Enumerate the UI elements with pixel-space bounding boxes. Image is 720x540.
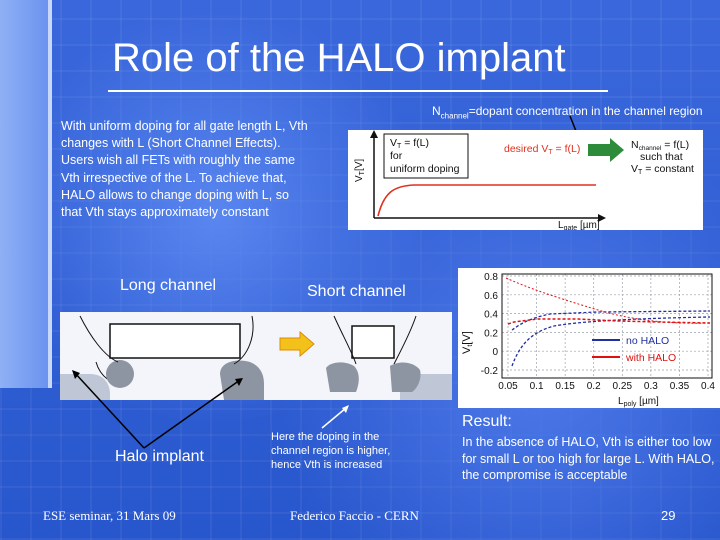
vt-y-tick-label: 0.8 bbox=[484, 272, 498, 283]
halo-implant-arrows bbox=[72, 370, 243, 449]
long-halo-left bbox=[106, 360, 134, 388]
vt-ylabel: Vt[V] bbox=[461, 331, 474, 354]
intro-paragraph: With uniform doping for all gate length … bbox=[61, 119, 308, 220]
vt-y-tick-label: 0.6 bbox=[484, 291, 498, 302]
note-to-channel-arrow bbox=[321, 405, 349, 429]
decorative-left-bar bbox=[0, 0, 48, 388]
no-halo-lower bbox=[511, 316, 711, 367]
vth-uniform-box bbox=[383, 133, 469, 179]
long-implant-line-left bbox=[79, 315, 119, 363]
short-gate bbox=[351, 325, 395, 359]
nchannel-note-prefix: N bbox=[432, 104, 441, 118]
vt-x-tick-label: 0.15 bbox=[555, 381, 575, 392]
footer-left: ESE seminar, 31 Mars 09 bbox=[43, 508, 176, 523]
vth-right-line1: Nchannel = f(L) bbox=[631, 139, 689, 152]
vt-x-tick-label: 0.05 bbox=[498, 381, 518, 392]
cross-section-svg bbox=[60, 315, 452, 400]
no-halo-upper bbox=[511, 310, 711, 331]
decorative-left-bar-edge bbox=[48, 0, 52, 388]
vth-y-arrowhead bbox=[370, 130, 378, 138]
nchannel-note: Nchannel=dopant concentration in the cha… bbox=[432, 104, 703, 120]
vt-x-tick-label: 0.1 bbox=[530, 381, 544, 392]
doping-note: Here the doping in the channel region is… bbox=[271, 431, 391, 471]
vth-diagram: VT[V] VT = f(L) for uniform doping desir… bbox=[348, 130, 703, 230]
long-left-junction bbox=[60, 374, 110, 400]
vth-green-arrow bbox=[588, 138, 624, 162]
long-gate bbox=[109, 323, 241, 359]
vth-right-line3: VT = constant bbox=[631, 163, 694, 176]
short-halo-left bbox=[326, 362, 359, 392]
vt-x-tick-label: 0.35 bbox=[670, 381, 690, 392]
vt-plot-frame bbox=[501, 273, 713, 379]
long-implant-line bbox=[233, 315, 254, 365]
slide-title: Role of the HALO implant bbox=[112, 36, 566, 80]
nchannel-note-suffix: =dopant concentration in the channel reg… bbox=[468, 104, 703, 118]
result-text: In the absence of HALO, Vth is either to… bbox=[462, 435, 715, 482]
vth-curve bbox=[377, 184, 596, 217]
legend-no-halo-label: no HALO bbox=[626, 335, 669, 347]
transition-arrow bbox=[279, 330, 315, 358]
footer-page-number: 29 bbox=[661, 508, 676, 523]
vth-diagram-svg: VT[V] VT = f(L) for uniform doping desir… bbox=[354, 130, 694, 230]
vt-x-ticks: 0.05 0.1 0.15 0.2 0.25 0.3 0.35 0.4 bbox=[498, 381, 715, 392]
vth-ylabel: VT[V] bbox=[354, 159, 366, 182]
vt-y-ticks: 0.8 0.6 0.4 0.2 0 -0.2 bbox=[481, 272, 499, 377]
vth-box-line3: uniform doping bbox=[390, 163, 460, 175]
vt-y-tick-label: -0.2 bbox=[481, 366, 499, 377]
vt-x-tick-label: 0.2 bbox=[587, 381, 601, 392]
vt-x-tick-label: 0.25 bbox=[613, 381, 633, 392]
with-halo-envelope bbox=[505, 277, 711, 324]
transistor-cross-section bbox=[60, 312, 452, 400]
halo-implant-label: Halo implant bbox=[115, 448, 204, 465]
short-halo-right bbox=[390, 362, 421, 392]
short-implant-line-left bbox=[333, 315, 357, 365]
vth-box-line2: for bbox=[390, 150, 403, 162]
vt-xlabel: Lpoly [µm] bbox=[618, 396, 659, 408]
vt-grid bbox=[502, 274, 712, 378]
vt-x-tick-label: 0.3 bbox=[644, 381, 658, 392]
vt-y-tick-label: 0.2 bbox=[484, 328, 498, 339]
short-channel-label: Short channel bbox=[307, 283, 406, 300]
vth-box-line1: VT = f(L) bbox=[390, 137, 429, 150]
with-halo-curve bbox=[507, 318, 711, 325]
vth-right-line2: such that bbox=[640, 151, 683, 163]
vth-x-arrowhead bbox=[598, 214, 606, 222]
legend-with-halo-label: with HALO bbox=[625, 352, 676, 364]
vt-y-tick-label: 0.4 bbox=[484, 310, 498, 321]
short-implant-line-right bbox=[393, 315, 417, 365]
vt-x-tick-label: 0.4 bbox=[701, 381, 715, 392]
long-channel-label: Long channel bbox=[120, 277, 217, 294]
title-underline bbox=[108, 90, 608, 92]
vt-y-tick-label: 0 bbox=[492, 347, 498, 358]
nchannel-note-sub: channel bbox=[440, 111, 469, 121]
vth-desired-label: desired VT = f(L) bbox=[504, 143, 580, 156]
long-right-junction bbox=[220, 360, 264, 400]
result-title: Result: bbox=[462, 413, 512, 430]
vth-xlabel: Lgate [µm] bbox=[558, 220, 600, 230]
footer-center: Federico Faccio - CERN bbox=[290, 508, 419, 523]
